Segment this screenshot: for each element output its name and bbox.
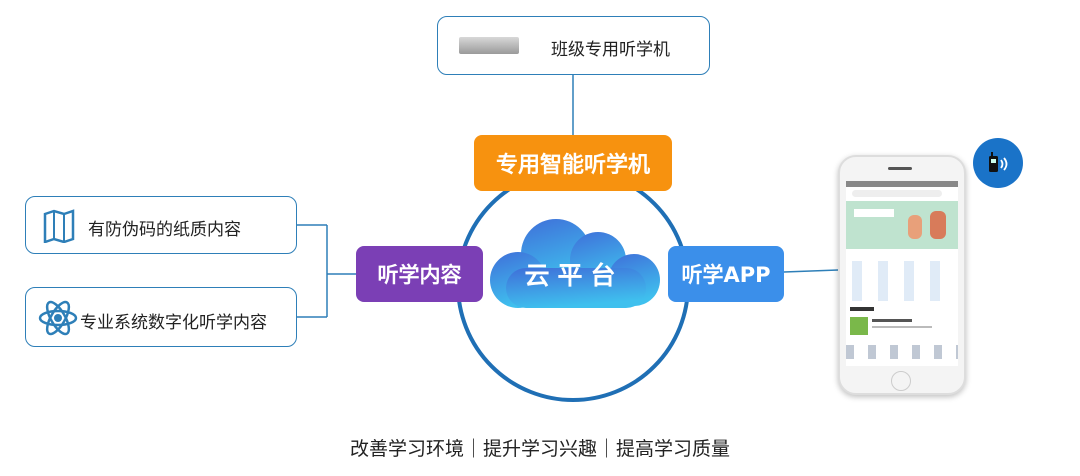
atom-icon [38,300,78,336]
home-button [891,371,911,391]
phone-mockup [838,155,966,395]
left-node-label: 有防伪码的纸质内容 [88,220,241,240]
hub-smart-device: 专用智能听学机 [474,135,672,191]
phone-signal-icon [973,138,1023,188]
phone-screen [846,181,958,366]
left-node-digital: 专业系统数字化听学内容 [25,287,297,347]
banner-image [846,201,958,249]
left-node-paper: 有防伪码的纸质内容 [25,196,297,254]
cloud-platform-label: 云平台 [524,261,624,290]
book-icon [43,209,75,243]
device-icon [459,37,519,54]
top-node: 班级专用听学机 [437,16,710,75]
footer-slogan: 改善学习环境｜提升学习兴趣｜提高学习质量 [349,438,730,460]
left-node-label: 专业系统数字化听学内容 [80,313,267,333]
hub-content: 听学内容 [356,246,483,302]
top-node-label: 班级专用听学机 [551,40,670,60]
cloud-icon [490,219,660,308]
hub-app: 听学APP [668,246,784,302]
